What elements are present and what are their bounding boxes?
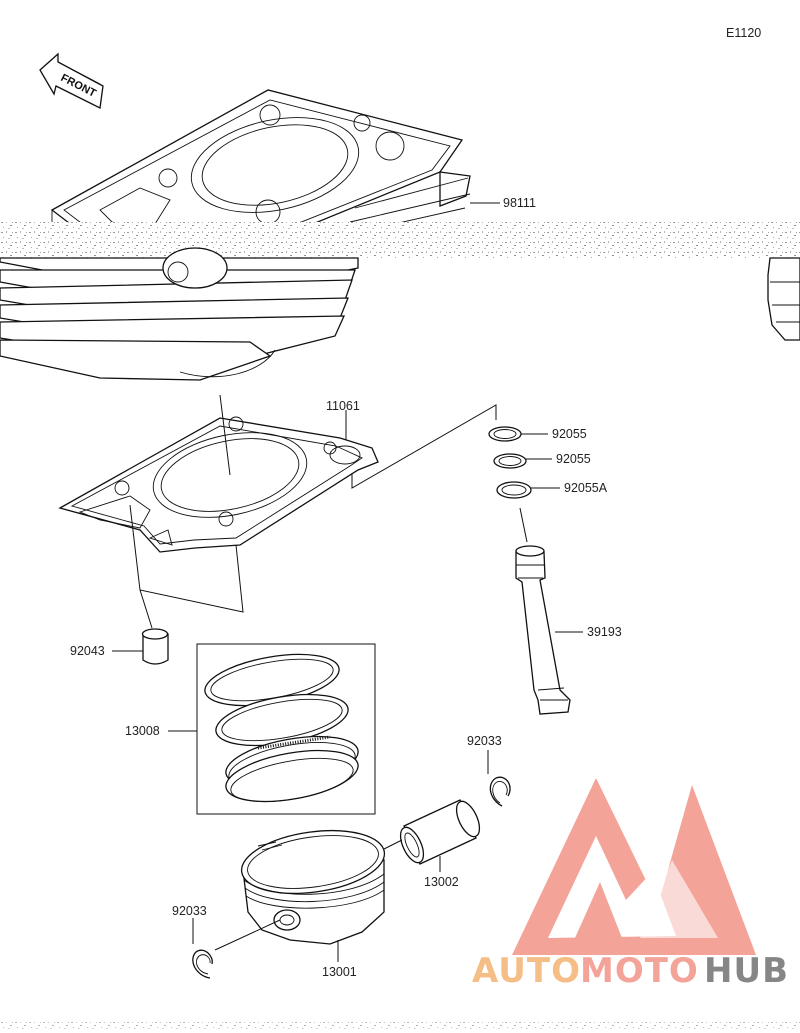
cylinder-body — [0, 247, 800, 381]
oil-pipe-leader — [519, 507, 528, 543]
noise-band — [0, 222, 800, 258]
callout-92033-lower: 92033 — [172, 904, 207, 944]
part-label-92055-middle: 92055 — [556, 452, 591, 466]
front-arrow-icon: FRONT — [39, 52, 104, 109]
part-label-92055-top: 92055 — [552, 427, 587, 441]
part-label-13008: 13008 — [125, 724, 160, 738]
logo-text-moto: MOTO — [580, 951, 699, 991]
callout-11061: 11061 — [219, 394, 360, 476]
o-ring-middle-drawing — [493, 453, 527, 469]
dowel-pin-drawing — [141, 628, 169, 665]
circlip-upper-drawing — [489, 776, 511, 807]
part-label-92043: 92043 — [70, 644, 105, 658]
callout-39193: 39193 — [555, 625, 622, 639]
callout-13008: 13008 — [125, 724, 197, 738]
piston-pin-leader — [381, 839, 403, 851]
dowel-alignment-line — [129, 504, 244, 613]
callout-13001: 13001 — [322, 940, 357, 979]
callout-92055-top: 92055 — [521, 427, 587, 441]
piston-ring-set-drawing — [196, 643, 376, 815]
callout-92055-middle: 92055 — [526, 452, 591, 466]
callout-92043: 92043 — [70, 644, 143, 658]
callout-92055a: 92055A — [531, 481, 608, 495]
part-label-98111: 98111 — [503, 196, 536, 210]
part-label-92033-lower: 92033 — [172, 904, 207, 918]
part-label-92033-upper: 92033 — [467, 734, 502, 748]
dowel-leader — [139, 589, 153, 629]
oil-pipe-drawing — [515, 545, 571, 715]
piston-pin-drawing — [399, 799, 481, 865]
part-label-13001: 13001 — [322, 965, 357, 979]
callout-13002: 13002 — [424, 856, 459, 889]
logo-text-hub: HUB — [704, 951, 789, 991]
part-label-92055a: 92055A — [564, 481, 608, 495]
part-label-39193: 39193 — [587, 625, 622, 639]
diagram-code: E1120 — [726, 26, 761, 40]
oring-alignment-line — [351, 404, 497, 489]
circlip-lower-drawing — [192, 949, 213, 979]
automotohub-logo: AUTO MOTO HUB — [472, 778, 789, 991]
piston-drawing — [240, 829, 386, 945]
callout-92033-upper: 92033 — [467, 734, 502, 774]
cylinder-gasket-drawing — [58, 416, 379, 553]
part-label-11061: 11061 — [326, 399, 360, 413]
o-ring-bottom-drawing — [496, 481, 532, 499]
part-label-13002: 13002 — [424, 875, 459, 889]
circlip-lower-leader — [214, 919, 281, 951]
bottom-noise-line — [0, 1022, 800, 1030]
callout-98111: 98111 — [470, 196, 536, 210]
logo-text-auto: AUTO — [472, 951, 581, 991]
o-ring-top-drawing — [488, 426, 522, 442]
